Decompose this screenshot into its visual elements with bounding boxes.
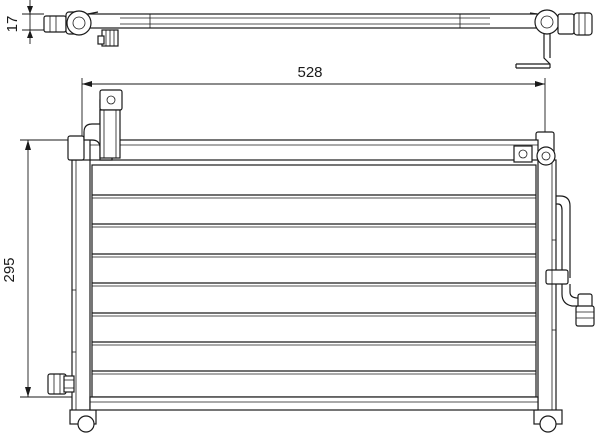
bottom-plate xyxy=(89,396,539,411)
left-lower-fitting xyxy=(47,373,75,395)
top-view-core xyxy=(69,13,541,29)
left-header-tank xyxy=(67,135,97,433)
top-view xyxy=(43,9,593,69)
core-tubes xyxy=(91,164,537,398)
dimension-thickness: 17 xyxy=(4,0,44,44)
dimension-width-label: 528 xyxy=(297,64,322,81)
top-view-left-bracket xyxy=(97,29,119,47)
dimension-width: 528 xyxy=(81,64,546,140)
dimension-height: 295 xyxy=(1,139,76,398)
front-view xyxy=(47,89,595,433)
top-view-right-fitting xyxy=(529,9,593,36)
left-inlet-pipe xyxy=(83,89,123,161)
right-upper-bracket xyxy=(513,145,556,166)
dimension-height-label: 295 xyxy=(1,257,18,282)
tank-ticks xyxy=(72,239,556,353)
right-outlet-pipe xyxy=(545,195,595,327)
dimension-thickness-label: 17 xyxy=(4,16,21,33)
top-plate xyxy=(89,139,539,161)
top-view-right-bracket xyxy=(515,34,551,69)
top-view-left-fitting xyxy=(43,10,99,36)
